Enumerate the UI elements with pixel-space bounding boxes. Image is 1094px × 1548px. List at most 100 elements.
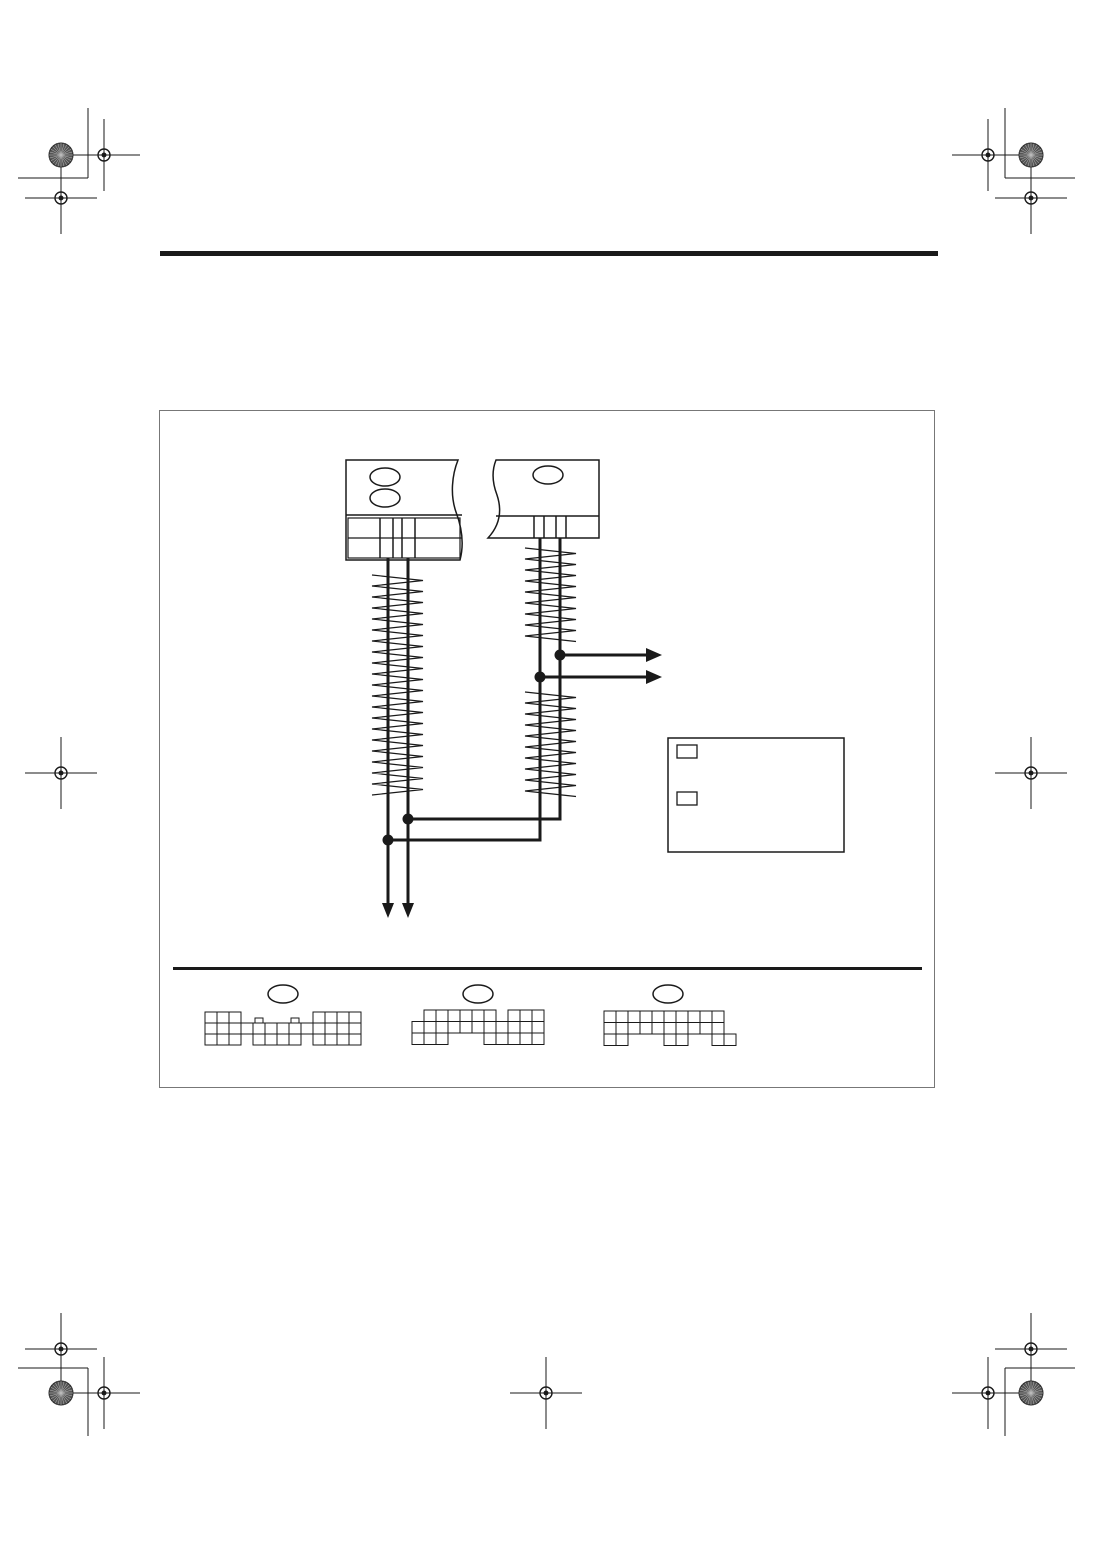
terminal-cell: [216, 1011, 230, 1024]
terminal-cell: [447, 1009, 461, 1022]
terminal-cell: [447, 1021, 461, 1034]
terminal-cell: [495, 1032, 509, 1045]
terminal-cell: [324, 1022, 338, 1035]
header-rule: [160, 251, 938, 256]
terminal-cell: [471, 1021, 485, 1034]
connector-block-right: [486, 459, 600, 539]
terminal-cell: [519, 1032, 533, 1045]
connector-callout-left-2: [369, 488, 401, 508]
arrow-right-lower: [646, 670, 662, 684]
terminal-cell: [411, 1021, 425, 1034]
terminal-cell: [531, 1032, 545, 1045]
shield-right-upper: [524, 547, 577, 643]
registration-crosshair: [25, 1313, 97, 1385]
junction-dots: [382, 649, 566, 846]
legend-box: [667, 737, 845, 853]
terminal-cell: [324, 1033, 338, 1046]
terminal-cell: [240, 1022, 254, 1035]
terminal-cell: [252, 1033, 266, 1046]
shield-right-lower: [524, 691, 577, 798]
terminal-cell: [687, 1010, 701, 1023]
registration-starburst: [48, 142, 74, 168]
diagram-frame: [159, 410, 935, 1088]
wires: [386, 538, 648, 905]
terminal-cell: [471, 1009, 485, 1022]
arrow-down-right: [402, 903, 414, 918]
wire-right-b: [408, 538, 562, 821]
registration-crosshair: [68, 1357, 140, 1429]
terminal-cell: [483, 1009, 497, 1022]
registration-crosshair: [510, 1357, 582, 1429]
registration-starburst: [1018, 1380, 1044, 1406]
terminal-cell: [312, 1033, 326, 1046]
terminal-cell: [324, 1011, 338, 1024]
terminal-cell: [615, 1022, 629, 1035]
terminal-cell: [228, 1011, 242, 1024]
terminal-cell: [663, 1033, 677, 1046]
connector-callout-right: [532, 465, 564, 485]
arrowheads: [382, 648, 662, 918]
registration-crosshair: [25, 737, 97, 809]
legend-swatch-1: [676, 744, 698, 759]
terminal-cell: [288, 1033, 302, 1046]
registration-crosshair: [952, 119, 1024, 191]
registration-crosshair: [995, 737, 1067, 809]
terminal-cell: [615, 1033, 629, 1046]
terminal-cell: [348, 1011, 362, 1024]
terminal-cell: [336, 1033, 350, 1046]
terminal-cell: [639, 1022, 653, 1035]
terminal-cell: [252, 1022, 266, 1035]
terminal-cell: [216, 1033, 230, 1046]
connector-block-left: [345, 459, 463, 561]
terminal-cell: [483, 1021, 497, 1034]
terminal-cell: [699, 1010, 713, 1023]
terminal-cell: [651, 1010, 665, 1023]
terminal-cell: [288, 1022, 302, 1035]
terminal-cell: [312, 1011, 326, 1024]
terminal-cell: [519, 1009, 533, 1022]
terminal-cell: [228, 1022, 242, 1035]
terminal-cell: [312, 1022, 326, 1035]
connector-face-separator: [173, 967, 922, 970]
terminal-cell: [531, 1009, 545, 1022]
terminal-cell: [603, 1010, 617, 1023]
face-callout-1: [267, 984, 299, 1004]
registration-crosshair: [68, 119, 140, 191]
registration-starburst: [1018, 142, 1044, 168]
terminal-cell: [336, 1022, 350, 1035]
terminal-cell: [300, 1022, 314, 1035]
terminal-cell: [276, 1022, 290, 1035]
terminal-cell: [639, 1010, 653, 1023]
terminal-cell: [204, 1022, 218, 1035]
terminal-cell: [663, 1022, 677, 1035]
terminal-cell: [423, 1032, 437, 1045]
registration-crosshair: [952, 1357, 1024, 1429]
connector-face-2: [411, 1009, 545, 1045]
terminal-cell: [435, 1021, 449, 1034]
terminal-cell: [459, 1009, 473, 1022]
terminal-cell: [651, 1022, 665, 1035]
registration-starburst: [48, 1380, 74, 1406]
legend-swatch-2: [676, 791, 698, 806]
terminal-cell: [711, 1033, 725, 1046]
terminal-cell: [711, 1022, 725, 1035]
terminal-cell: [348, 1022, 362, 1035]
terminal-cell: [507, 1021, 521, 1034]
terminal-cell: [627, 1022, 641, 1035]
terminal-cell: [615, 1010, 629, 1023]
terminal-cell: [519, 1021, 533, 1034]
registration-crosshair: [995, 162, 1067, 234]
connector-key: [290, 1017, 300, 1024]
terminal-cell: [531, 1021, 545, 1034]
face-callout-3: [652, 984, 684, 1004]
terminal-cell: [603, 1022, 617, 1035]
arrow-down-left: [382, 903, 394, 918]
arrow-right-upper: [646, 648, 662, 662]
terminal-cell: [603, 1033, 617, 1046]
terminal-cell: [663, 1010, 677, 1023]
terminal-cell: [495, 1021, 509, 1034]
terminal-cell: [459, 1021, 473, 1034]
terminal-cell: [276, 1033, 290, 1046]
